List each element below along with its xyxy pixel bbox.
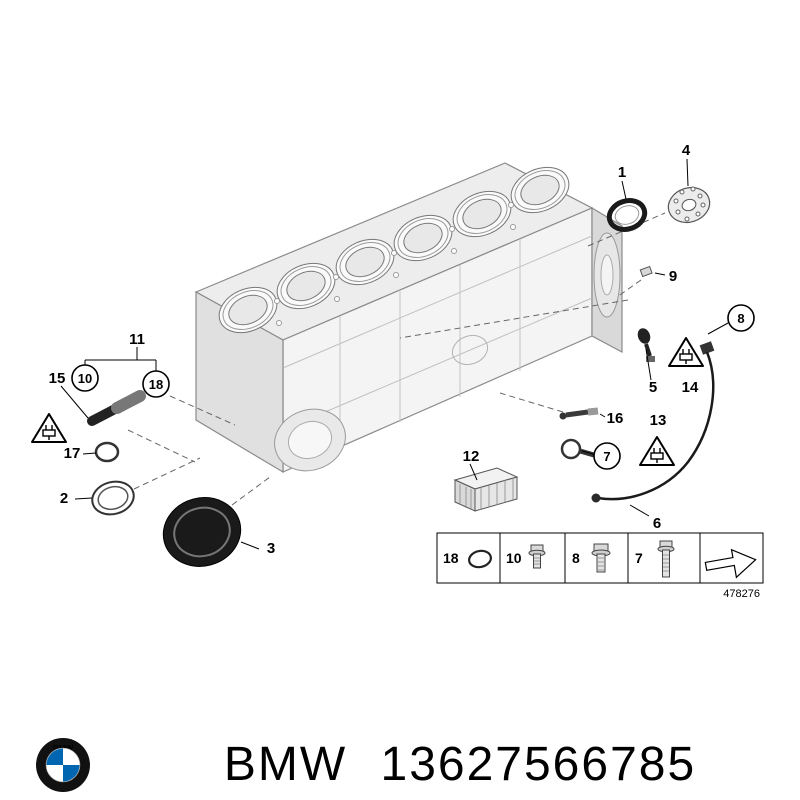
sensor-part-7: [560, 438, 595, 460]
callout-circle-7: 7: [593, 442, 621, 470]
part-number-text: 13627566785: [381, 738, 697, 791]
callout-circle-10: 10: [71, 364, 99, 392]
footer-part-number-line: BMW 13627566785: [224, 738, 696, 791]
o-ring-icon: [468, 549, 492, 569]
footer: BMW BMW 13627566785: [36, 738, 696, 792]
callout-4: 4: [682, 142, 691, 159]
sealing-cover-part-3: [162, 497, 242, 567]
warning-connector-icon: [639, 436, 675, 466]
callout-12: 12: [463, 448, 480, 465]
callout-5: 5: [649, 379, 657, 396]
svg-text:8: 8: [737, 311, 744, 326]
legend-label-8: 8: [572, 550, 580, 566]
legend-label-10: 10: [506, 550, 522, 566]
sealing-plug-part-16: [559, 407, 599, 420]
callout-14: 14: [682, 379, 699, 396]
engine-block-illustration: [194, 162, 623, 474]
sensor-sleeve-part-11: [87, 390, 146, 426]
callout-13: 13: [650, 412, 667, 429]
rear-crankshaft-seal-part: [606, 198, 648, 232]
svg-text:18: 18: [149, 377, 163, 392]
o-ring-part-17: [94, 441, 120, 463]
legend-label-18: 18: [443, 550, 459, 566]
clip-screw-part: [639, 265, 653, 278]
cylinder-bores: [218, 166, 570, 334]
crankshaft-sensor-part: [637, 328, 655, 362]
callout-11: 11: [129, 331, 145, 348]
callout-circle-8: 8: [727, 304, 755, 332]
flange-bolt-icon: [528, 544, 546, 569]
legend-label-7: 7: [635, 550, 643, 566]
callout-2: 2: [60, 490, 68, 507]
warning-connector-icon: [31, 413, 67, 443]
svg-text:7: 7: [603, 449, 610, 464]
diagram-number: 478276: [723, 588, 760, 600]
legend-table: 18 10 8 7: [436, 532, 764, 584]
leader-lines: [60, 158, 729, 550]
hex-bolt-icon: [591, 543, 611, 573]
callout-9: 9: [669, 268, 677, 285]
callout-3: 3: [267, 540, 275, 557]
callout-16: 16: [607, 410, 624, 427]
gasket-set-box-part-12: [453, 467, 519, 512]
direction-arrow-icon: [704, 548, 757, 579]
brand-text: BMW: [224, 738, 347, 791]
callout-15: 15: [49, 370, 66, 387]
callout-6: 6: [653, 515, 661, 532]
warning-connector-icon: [668, 337, 704, 367]
callout-circle-18: 18: [142, 370, 170, 398]
callout-1: 1: [618, 164, 626, 181]
svg-text:10: 10: [78, 371, 92, 386]
drive-plate-part: [667, 186, 711, 224]
callout-17: 17: [64, 445, 81, 462]
long-bolt-icon: [657, 540, 675, 578]
shaft-seal-part-2: [91, 480, 135, 516]
cable-harness-part: [591, 341, 715, 503]
bmw-roundel-logo: BMW: [36, 738, 90, 792]
callouts: 1 4 9 5 14 16 13 6 12 11 15 17 2 3: [49, 142, 699, 557]
